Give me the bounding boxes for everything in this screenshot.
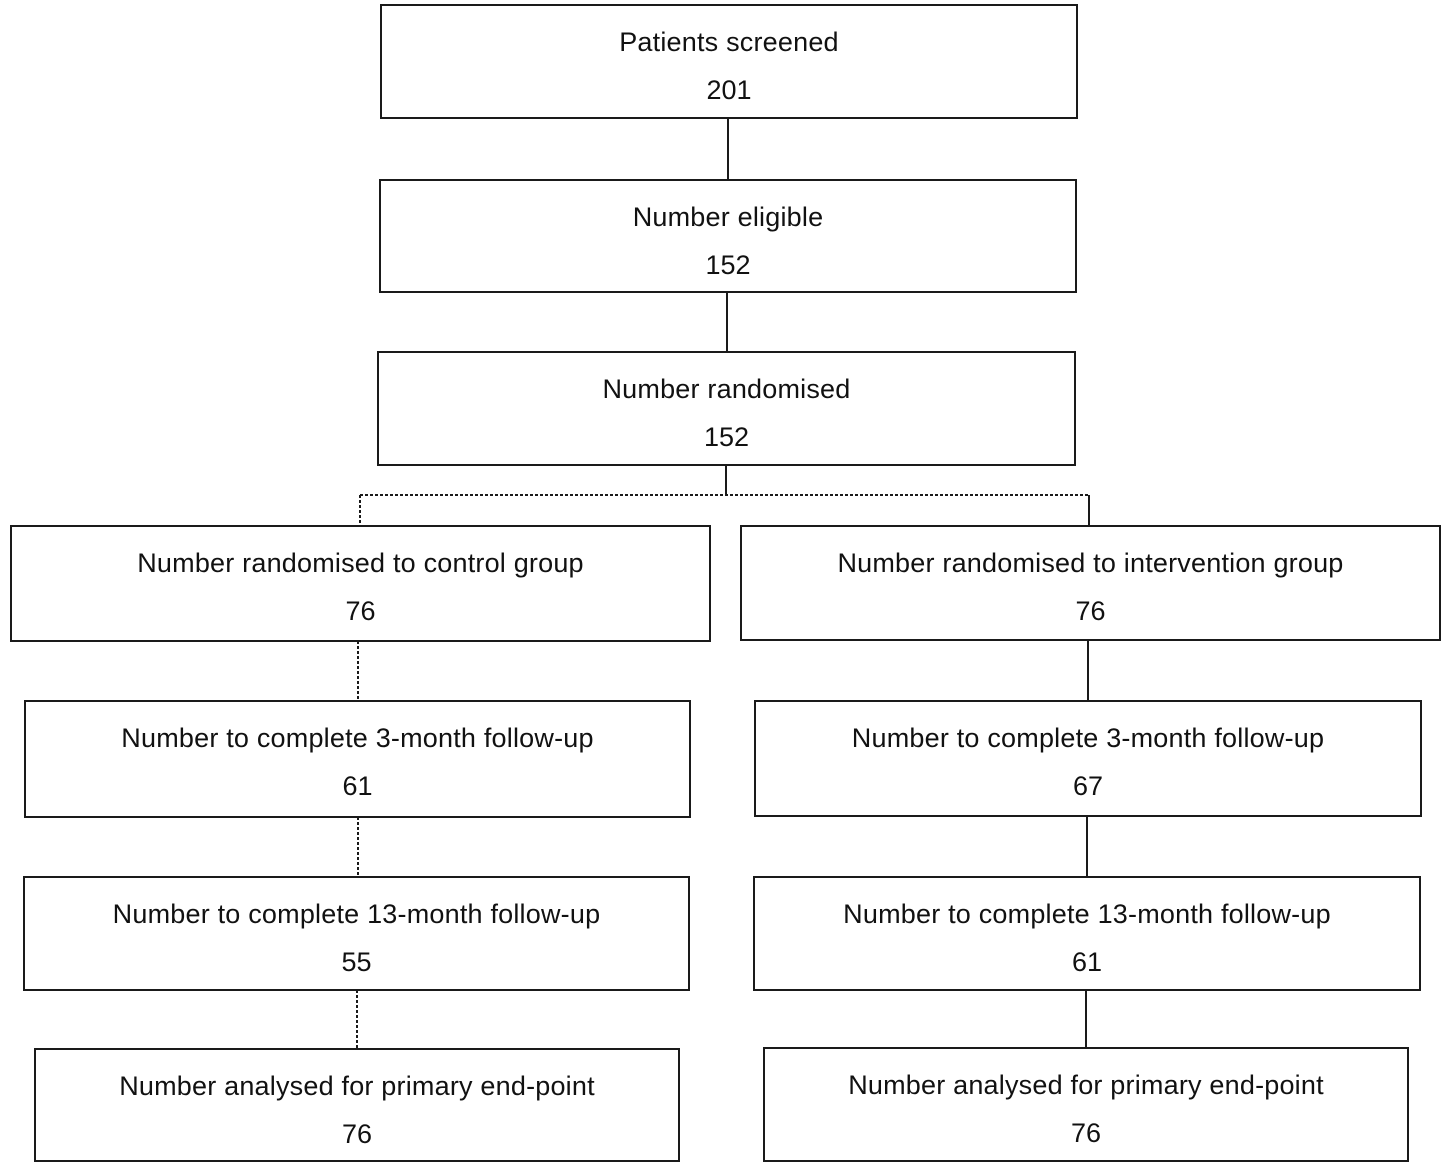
control-followup3-count: 61 bbox=[342, 771, 373, 801]
control-followup3-box: Number to complete 3-month follow-up 61 bbox=[24, 700, 691, 818]
eligible-count: 152 bbox=[705, 250, 751, 280]
intervention-analysed-box: Number analysed for primary end-point 76 bbox=[763, 1047, 1409, 1162]
randomised-label: Number randomised bbox=[602, 374, 851, 404]
control-followup13-count: 55 bbox=[341, 947, 372, 977]
intervention-followup3-label: Number to complete 3-month follow-up bbox=[851, 723, 1325, 753]
control-followup13-label: Number to complete 13-month follow-up bbox=[112, 899, 601, 929]
screened-box: Patients screened 201 bbox=[380, 4, 1078, 119]
intervention-randomised-label: Number randomised to intervention group bbox=[837, 548, 1344, 578]
randomised-count: 152 bbox=[703, 422, 750, 452]
randomised-box: Number randomised 152 bbox=[377, 351, 1076, 466]
screened-label: Patients screened bbox=[619, 27, 839, 57]
eligible-box: Number eligible 152 bbox=[379, 179, 1077, 293]
control-followup13-box: Number to complete 13-month follow-up 55 bbox=[23, 876, 690, 991]
control-randomised-label: Number randomised to control group bbox=[137, 548, 584, 578]
intervention-followup13-box: Number to complete 13-month follow-up 61 bbox=[753, 876, 1421, 991]
control-randomised-box: Number randomised to control group 76 bbox=[10, 525, 711, 642]
control-analysed-count: 76 bbox=[341, 1119, 373, 1149]
screened-count: 201 bbox=[706, 75, 752, 105]
eligible-label: Number eligible bbox=[632, 202, 824, 232]
intervention-followup13-label: Number to complete 13-month follow-up bbox=[843, 899, 1331, 929]
intervention-randomised-box: Number randomised to intervention group … bbox=[740, 525, 1441, 641]
control-analysed-box: Number analysed for primary end-point 76 bbox=[34, 1048, 680, 1162]
control-followup3-label: Number to complete 3-month follow-up bbox=[121, 723, 594, 753]
intervention-followup3-count: 67 bbox=[1072, 771, 1104, 801]
intervention-analysed-label: Number analysed for primary end-point bbox=[848, 1070, 1324, 1100]
intervention-followup13-count: 61 bbox=[1071, 947, 1103, 977]
intervention-analysed-count: 76 bbox=[1070, 1118, 1102, 1148]
intervention-followup3-box: Number to complete 3-month follow-up 67 bbox=[754, 700, 1422, 817]
control-analysed-label: Number analysed for primary end-point bbox=[119, 1071, 595, 1101]
control-randomised-count: 76 bbox=[345, 596, 376, 626]
intervention-randomised-count: 76 bbox=[1075, 596, 1106, 626]
